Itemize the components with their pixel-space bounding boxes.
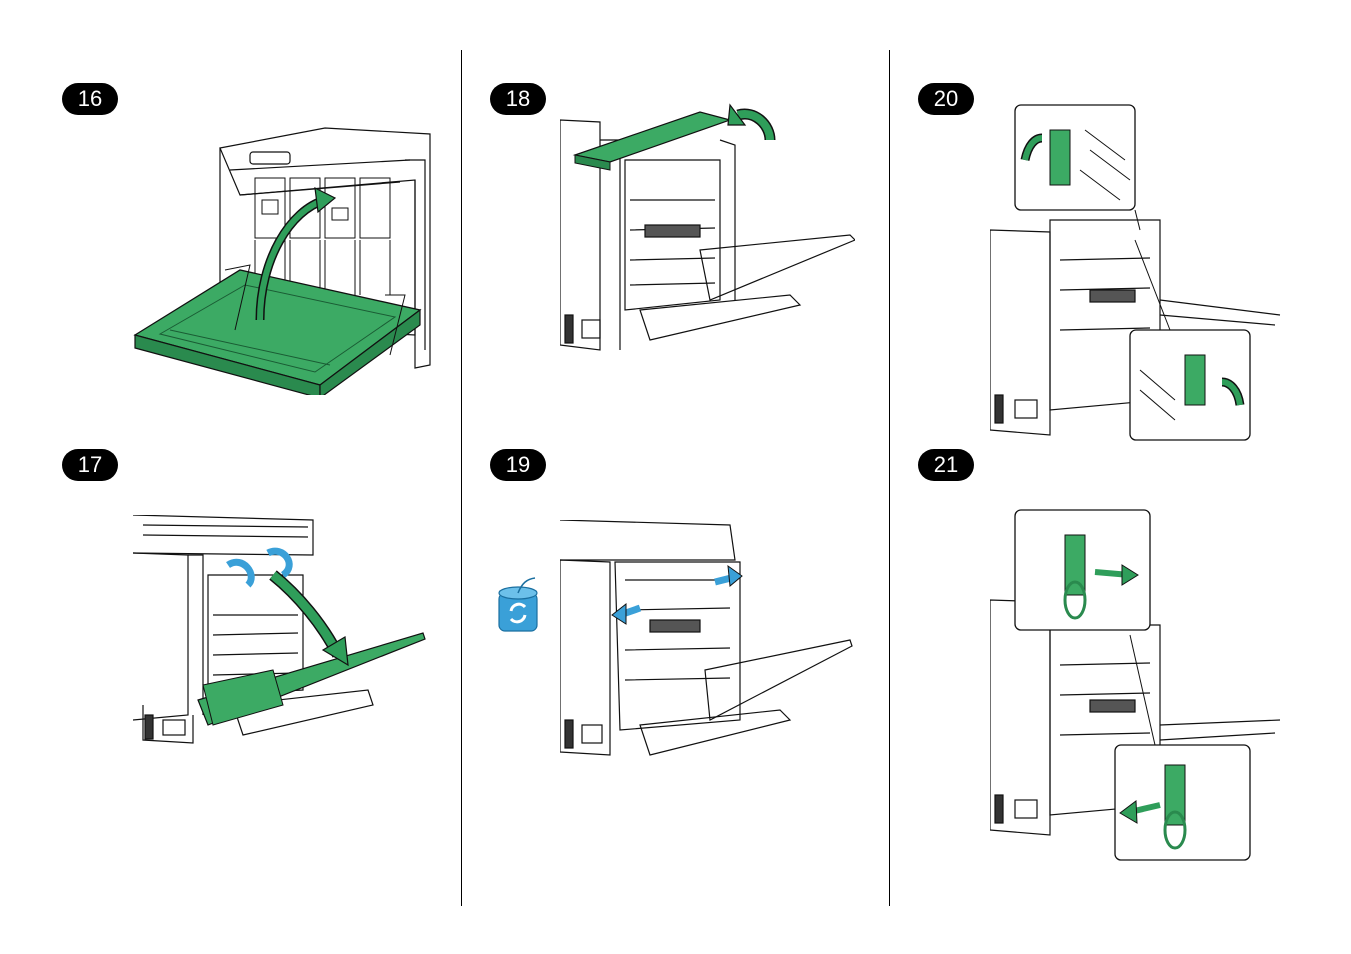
step-badge-17: 17 [62, 449, 118, 481]
step-badge-20: 20 [918, 83, 974, 115]
column-divider-right [889, 50, 890, 906]
rotate-cycle-icon [497, 575, 542, 635]
step-badge-18: 18 [490, 83, 546, 115]
step-16-illustration [130, 120, 435, 395]
step-18-illustration [560, 100, 855, 355]
step-17-illustration [133, 515, 428, 755]
step-20-illustration [990, 100, 1285, 445]
step-19-illustration [560, 520, 855, 760]
column-divider-left [461, 50, 462, 906]
step-badge-21: 21 [918, 449, 974, 481]
step-badge-19: 19 [490, 449, 546, 481]
step-badge-16: 16 [62, 83, 118, 115]
step-21-illustration [990, 505, 1285, 865]
